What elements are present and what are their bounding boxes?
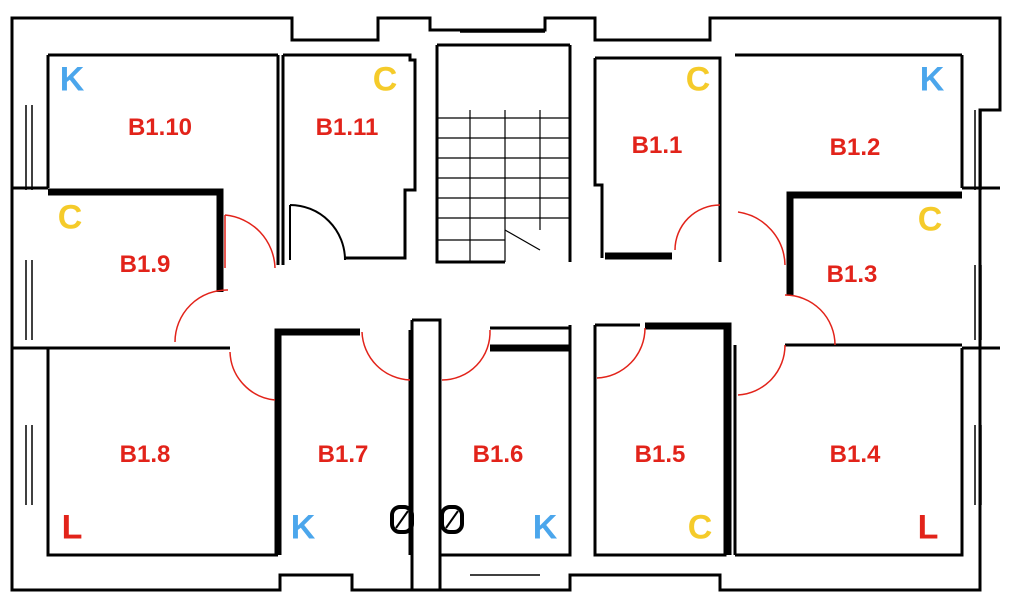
room-tag: L bbox=[61, 508, 83, 547]
room-tag: C bbox=[372, 60, 398, 99]
doors bbox=[174, 204, 836, 401]
door-b1-11 bbox=[289, 204, 346, 261]
room-label: B1.1 bbox=[631, 132, 683, 159]
room-label: B1.3 bbox=[826, 261, 878, 288]
room-tag: C bbox=[685, 60, 711, 99]
room-tag: K bbox=[59, 60, 85, 99]
room-label: B1.2 bbox=[829, 134, 881, 161]
room-label: B1.10 bbox=[127, 114, 193, 141]
room-tag: K bbox=[919, 60, 945, 99]
room-tag: K bbox=[290, 508, 316, 547]
inner-wall bbox=[46, 53, 964, 557]
room-tag: K bbox=[532, 508, 558, 547]
sink-fixtures bbox=[390, 505, 464, 534]
staircase bbox=[437, 110, 570, 262]
room-label: B1.6 bbox=[472, 441, 524, 468]
room-label: B1.8 bbox=[119, 441, 171, 468]
windows bbox=[25, 31, 982, 576]
room-tag: L bbox=[917, 508, 939, 547]
room-label: B1.9 bbox=[119, 251, 171, 278]
room-tag: C bbox=[917, 200, 943, 239]
room-label: B1.7 bbox=[317, 441, 369, 468]
outer-wall bbox=[10, 16, 1002, 592]
room-label: B1.11 bbox=[315, 114, 379, 141]
room-label: B1.5 bbox=[634, 441, 686, 468]
room-tag: C bbox=[57, 198, 83, 237]
thick-walls bbox=[48, 188, 962, 555]
room-tag: C bbox=[687, 508, 713, 547]
room-label: B1.4 bbox=[829, 441, 881, 468]
